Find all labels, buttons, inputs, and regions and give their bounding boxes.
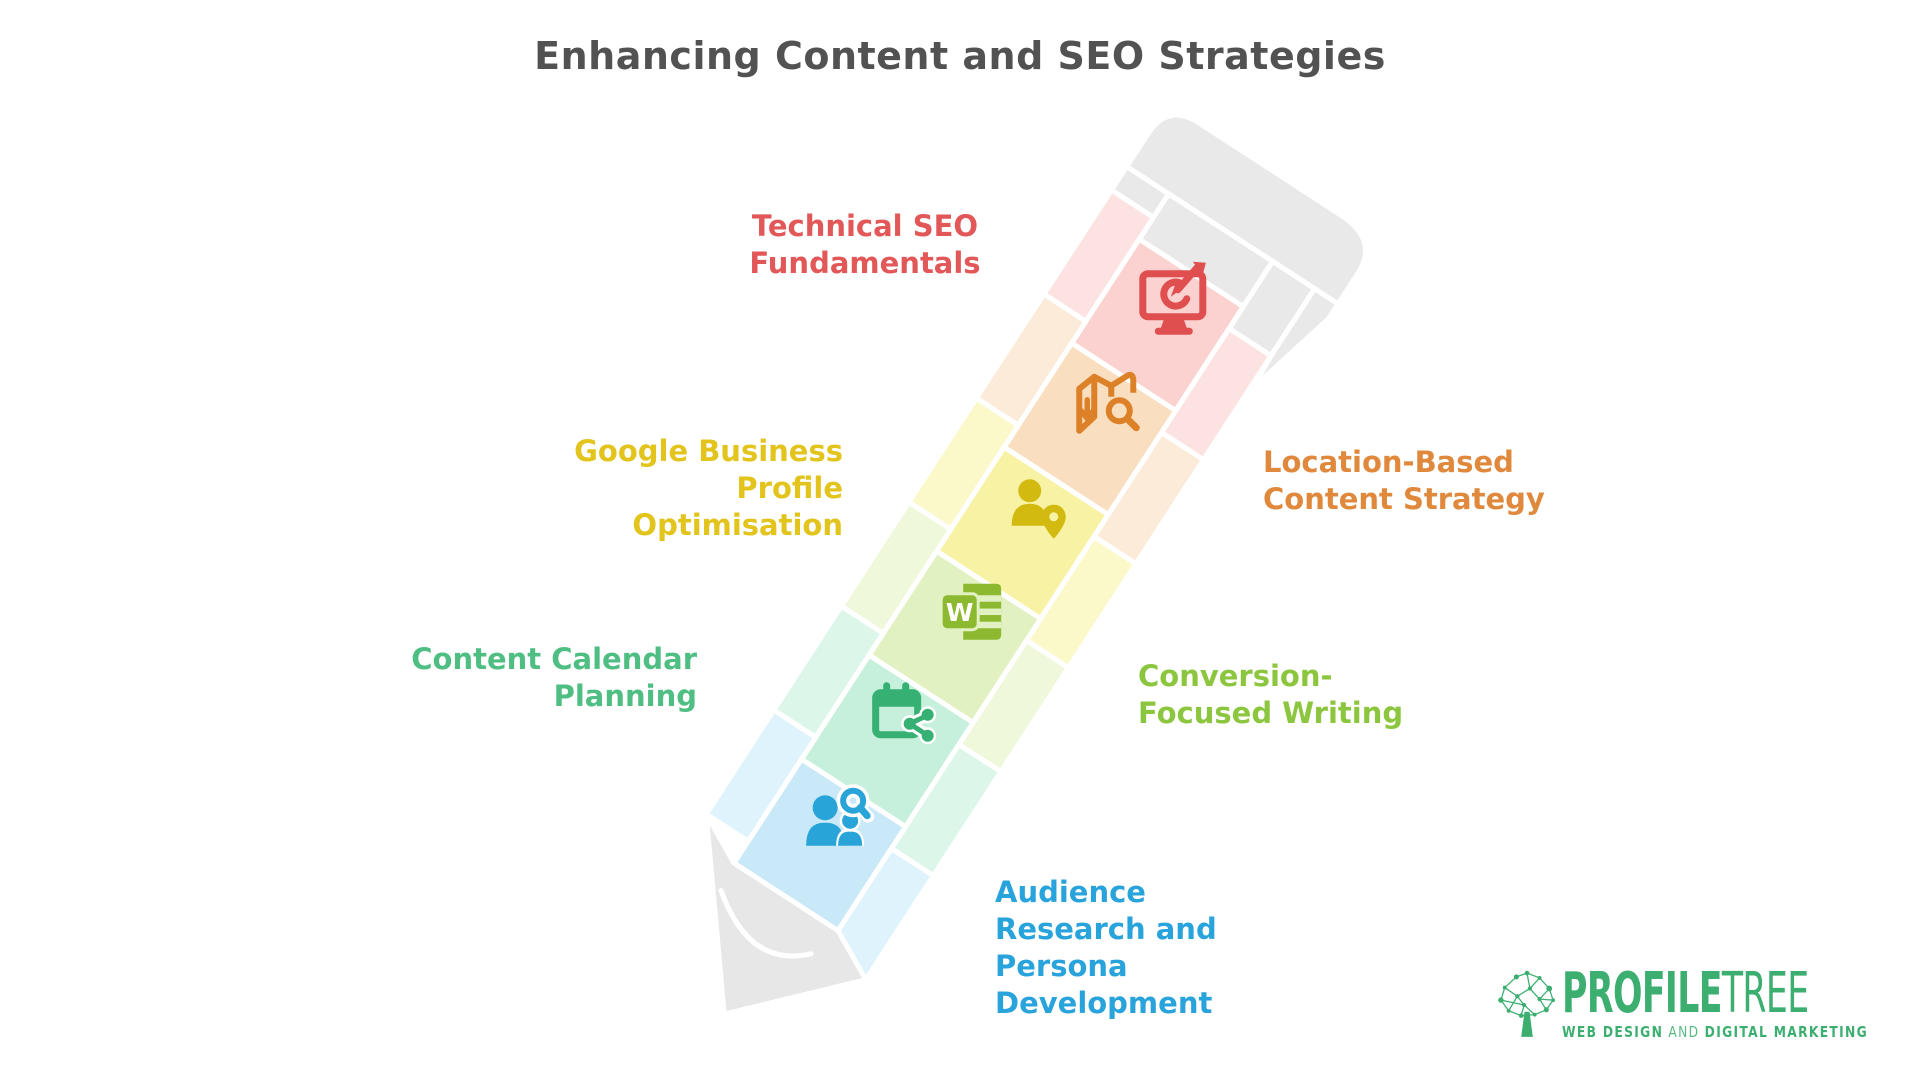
word-doc-icon: W bbox=[939, 583, 1002, 640]
pencil-tip bbox=[703, 811, 869, 1017]
logo-tagline-digital-marketing: DIGITAL MARKETING bbox=[1704, 1023, 1869, 1041]
logo-brand: PROFILETREE bbox=[1562, 966, 1809, 1022]
label-location-based: Location-Based Content Strategy bbox=[1263, 444, 1623, 518]
pencil-segment-google-business bbox=[906, 395, 1139, 671]
logo-brand-light: TREE bbox=[1721, 961, 1809, 1026]
label-audience-research: Audience Research and Persona Developmen… bbox=[995, 874, 1295, 1022]
pencil-segment-technical-seo bbox=[1041, 187, 1274, 463]
label-line: Persona bbox=[995, 949, 1128, 983]
label-line: Content Calendar bbox=[411, 642, 697, 676]
label-line: Technical SEO bbox=[751, 209, 979, 243]
label-line: Location-Based bbox=[1263, 445, 1514, 479]
logo-tagline-web-design: WEB DESIGN bbox=[1562, 1023, 1664, 1041]
label-line: Optimisation bbox=[632, 508, 843, 542]
label-line: Research and bbox=[995, 912, 1217, 946]
page-title: Enhancing Content and SEO Strategies bbox=[534, 34, 1386, 78]
label-line: Development bbox=[995, 986, 1213, 1020]
monitor-target-icon bbox=[1139, 261, 1207, 335]
label-line: Planning bbox=[553, 679, 697, 713]
label-line: Profile bbox=[736, 471, 843, 505]
label-line: Conversion- bbox=[1138, 659, 1333, 693]
network-tree-logo-icon bbox=[1498, 970, 1556, 1037]
logo-text: PROFILETREE WEB DESIGN AND DIGITAL MARKE… bbox=[1562, 966, 1920, 1042]
logo-tagline-and: AND bbox=[1668, 1023, 1700, 1041]
label-conversion-focused: Conversion- Focused Writing bbox=[1138, 658, 1478, 732]
people-search-icon bbox=[806, 784, 875, 846]
label-google-business: Google Business Profile Optimisation bbox=[503, 433, 843, 544]
label-line: Focused Writing bbox=[1138, 696, 1404, 730]
word-letter: W bbox=[946, 598, 974, 627]
label-line: Content Strategy bbox=[1263, 482, 1545, 516]
label-line: Audience bbox=[995, 875, 1146, 909]
map-search-icon bbox=[1076, 371, 1140, 434]
label-line: Google Business bbox=[574, 434, 843, 468]
label-line: Fundamentals bbox=[749, 246, 981, 280]
eraser-cap bbox=[1124, 112, 1368, 307]
profiletree-logo: PROFILETREE WEB DESIGN AND DIGITAL MARKE… bbox=[1498, 966, 1867, 1056]
person-pin-icon bbox=[1011, 479, 1066, 539]
pencil-tip-arc bbox=[718, 887, 814, 959]
logo-brand-bold: PROFILE bbox=[1562, 961, 1722, 1026]
calendar-share-icon bbox=[872, 682, 937, 745]
label-content-calendar: Content Calendar Planning bbox=[357, 641, 697, 715]
label-technical-seo: Technical SEO Fundamentals bbox=[700, 208, 1030, 282]
logo-tagline: WEB DESIGN AND DIGITAL MARKETING bbox=[1562, 1023, 1868, 1041]
